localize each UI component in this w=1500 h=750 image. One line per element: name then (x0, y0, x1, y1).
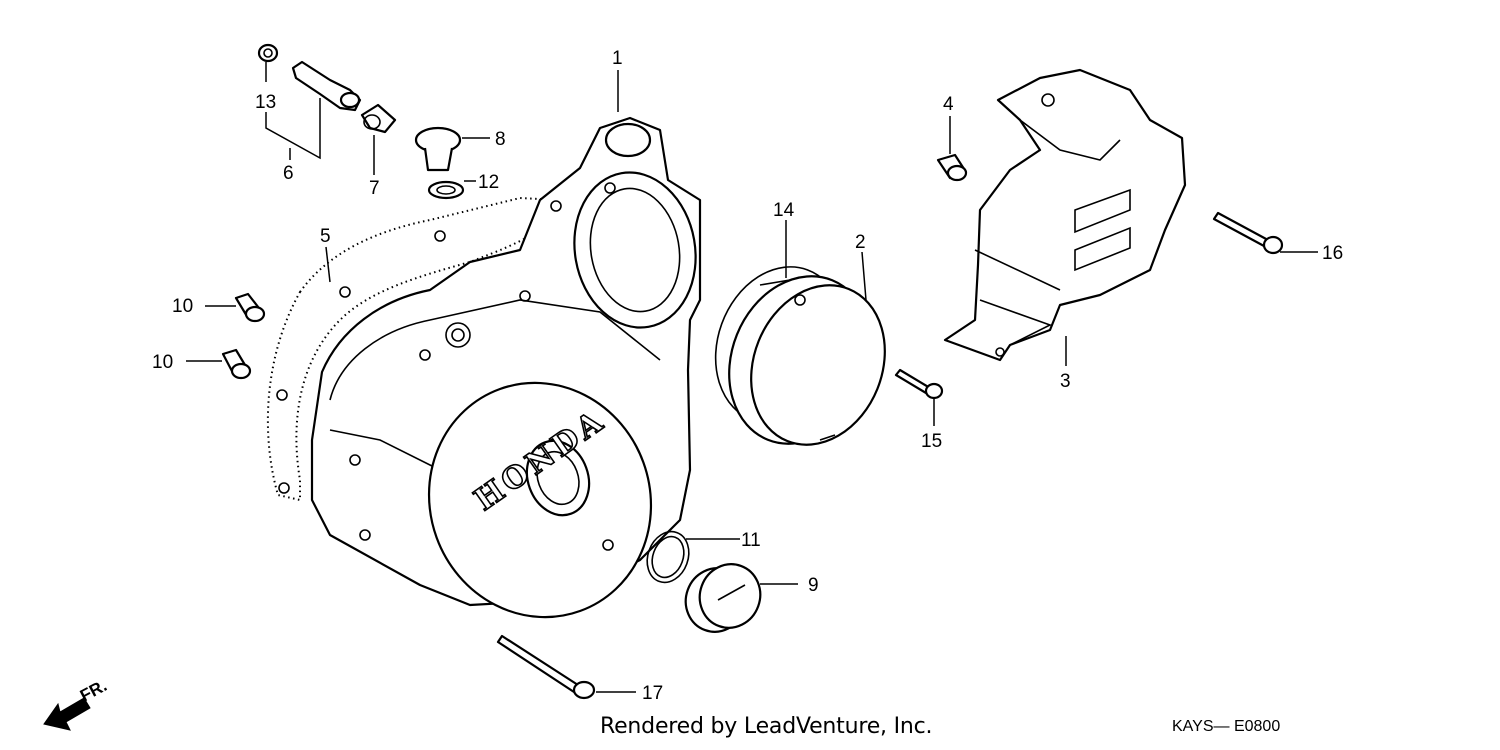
callout-13: 13 (255, 92, 276, 113)
callout-9: 9 (808, 575, 819, 596)
bolt-part-17[interactable] (496, 634, 596, 700)
callout-16: 16 (1322, 243, 1343, 264)
callout-15: 15 (921, 431, 942, 452)
callout-7: 7 (369, 178, 380, 199)
leader-lines (186, 62, 1318, 693)
callout-labels: 1 2 3 4 5 6 7 8 9 10 10 11 12 13 14 15 1… (152, 48, 1343, 704)
callout-11: 11 (741, 530, 761, 551)
front-direction-arrow: FR. (43, 676, 110, 731)
callout-5: 5 (320, 226, 331, 247)
dowel-part-10-lower[interactable] (221, 348, 252, 380)
diagram-code: KAYS— E0800 (1172, 718, 1281, 735)
bolt-part-15[interactable] (894, 368, 944, 400)
plug-part-9[interactable] (677, 556, 769, 641)
callout-3: 3 (1060, 371, 1071, 392)
callout-10-lower: 10 (152, 352, 173, 373)
filler-cap-part-8[interactable] (414, 126, 462, 172)
dowel-part-10-upper[interactable] (234, 292, 266, 323)
left-cover-part-3[interactable] (943, 68, 1187, 362)
credit-text: Rendered by LeadVenture, Inc. (600, 714, 933, 739)
callout-6: 6 (283, 163, 294, 184)
gasket-part-5[interactable] (266, 196, 562, 502)
washer-part-13[interactable] (257, 43, 279, 63)
callout-1: 1 (612, 48, 623, 69)
callout-4: 4 (943, 94, 954, 115)
spring-part-7[interactable] (360, 103, 397, 134)
o-ring-part-11[interactable] (640, 526, 695, 589)
callout-17: 17 (642, 683, 663, 704)
collar-part-4[interactable] (936, 153, 968, 182)
callout-2: 2 (855, 232, 866, 253)
cap-part-2[interactable] (705, 255, 908, 465)
check-bolt-part-6[interactable] (291, 60, 362, 112)
crankcase-cover-part-1[interactable] (310, 116, 708, 649)
bolt-part-16[interactable] (1212, 211, 1284, 255)
callout-14: 14 (773, 200, 795, 221)
callout-12: 12 (478, 172, 499, 193)
callout-8: 8 (495, 129, 506, 150)
o-ring-part-12[interactable] (427, 180, 465, 200)
callout-10-upper: 10 (172, 296, 193, 317)
